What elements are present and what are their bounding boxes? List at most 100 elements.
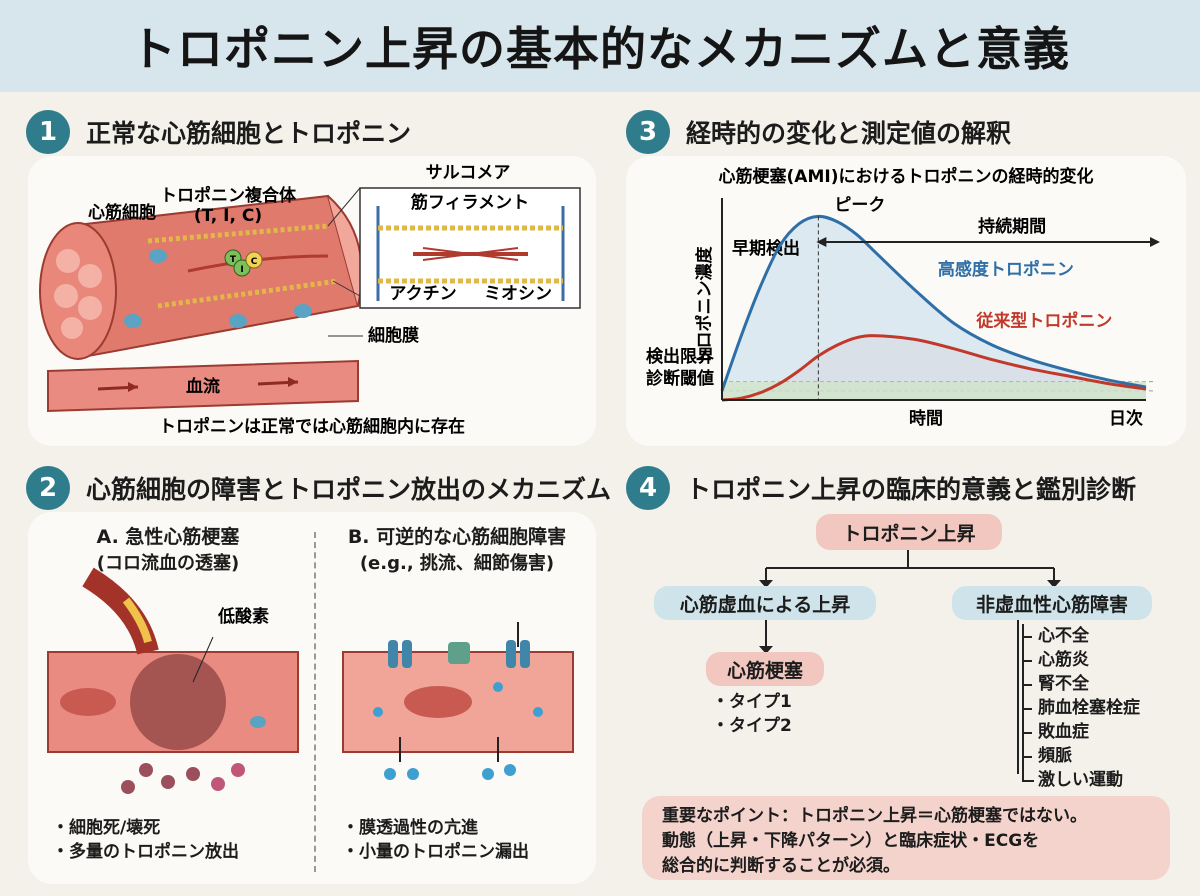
mi-type-item: ・タイプ1 xyxy=(712,692,792,712)
tree-tick xyxy=(1022,672,1032,686)
connector-arrowhead xyxy=(759,580,773,588)
cardiomyocyte-illustration: T I C 心筋細胞 トロポニン複合体 (T, I, C) サルコメア 筋フィラ… xyxy=(39,163,581,437)
released-troponin xyxy=(121,780,135,794)
label-troponin-complex: トロポニン複合体 xyxy=(160,185,297,206)
section-2-panel: A. 急性心筋梗塞 (コロ流血の透塞) B. 可逆的な心筋細胞障害 (e.g.,… xyxy=(28,512,596,884)
leaked-troponin xyxy=(504,764,516,776)
filament-strand xyxy=(157,278,339,309)
cell-nucleus xyxy=(60,688,116,716)
node-troponin-elevation: トロポニン上昇 xyxy=(816,514,1002,550)
section-1-title: 正常な心筋細胞とトロポニン xyxy=(86,119,412,148)
tree-tick xyxy=(1022,648,1032,662)
tree-tick xyxy=(1022,624,1032,638)
non-ischemic-cause-item: 激しい運動 xyxy=(1022,768,1140,792)
injury-illustrations: 低酸素 xyxy=(47,567,574,794)
key-point-line: 動態（上昇・下降パターン）と臨床症状・ECGを xyxy=(662,831,1040,851)
panel-b-heading: B. 可逆的な心筋細胞障害 (e.g., 挑流、細節傷害) xyxy=(318,522,596,575)
panel-b-bullet: ・小量のトロポニン漏出 xyxy=(342,842,529,862)
myofibril-circle xyxy=(78,264,102,288)
label-troponin-complex-sub: (T, I, C) xyxy=(194,206,262,226)
key-point-line: 重要なポイント：トロポニン上昇＝心筋梗塞ではない。 xyxy=(662,806,1087,826)
connector-arrowhead xyxy=(759,646,773,654)
zoom-line xyxy=(332,280,361,297)
section-4-number: 4 xyxy=(626,466,670,510)
non-ischemic-cause-item: 頻脈 xyxy=(1022,744,1140,768)
section-2-number: 2 xyxy=(26,466,70,510)
section-4-title: トロポニン上昇の臨床的意義と鑑別診断 xyxy=(686,475,1137,504)
section-3-title: 経時的の変化と測定値の解釈 xyxy=(686,119,1012,148)
node-ischemic: 心筋虚血による上昇 xyxy=(654,586,876,620)
non-ischemic-cause-item: 心不全 xyxy=(1022,624,1140,648)
blood-vessel xyxy=(47,359,359,413)
released-troponin xyxy=(186,767,200,781)
necrotic-zone xyxy=(130,654,226,750)
mitochondria xyxy=(294,304,312,318)
mitochondria xyxy=(124,314,142,328)
leaked-troponin xyxy=(482,768,494,780)
cell-nucleus xyxy=(404,686,472,718)
section-3-number: 3 xyxy=(626,110,670,154)
filament-strand xyxy=(147,223,329,244)
mi-types-list: ・タイプ1 ・タイプ2 xyxy=(712,690,792,738)
panel-b-title: B. 可逆的な心筋細胞障害 xyxy=(347,526,567,548)
panel-b-bullets: ・膜透過性の亢進 ・小量のトロポニン漏出 xyxy=(342,816,529,864)
plaque-occlusion xyxy=(122,597,152,644)
tree-tick xyxy=(1022,720,1032,734)
panel-a-heading: A. 急性心筋梗塞 (コロ流血の透塞) xyxy=(28,522,308,575)
label-peak: ピーク xyxy=(834,195,885,215)
series-line-1 xyxy=(721,334,1147,402)
label-blood-flow: 血流 xyxy=(186,376,220,397)
myosin-filament xyxy=(422,247,519,261)
membrane-channel xyxy=(506,640,516,668)
label-filament: 筋フィラメント xyxy=(410,192,529,213)
section-3-panel: 心筋梗塞(AMI)におけるトロポニンの経時的変化 時間 日次 トロポニン濃度 検… xyxy=(626,156,1186,446)
mitochondria xyxy=(250,716,266,728)
tree-tick xyxy=(1022,768,1034,782)
node-myocardial-infarction: 心筋梗塞 xyxy=(706,652,824,686)
released-troponin xyxy=(211,777,225,791)
membrane-channel xyxy=(388,640,398,668)
non-ischemic-cause-item: 肺血栓塞栓症 xyxy=(1022,696,1140,720)
tc-letter: I xyxy=(240,265,243,275)
page-title: トロポニン上昇の基本的なメカニズムと意義 xyxy=(130,22,1070,76)
section-1-header: 1 正常な心筋細胞とトロポニン xyxy=(26,110,411,154)
label-hypoxia: 低酸素 xyxy=(217,606,269,627)
node-non-ischemic: 非虚血性心筋障害 xyxy=(952,586,1152,620)
key-point-note: 重要なポイント：トロポニン上昇＝心筋梗塞ではない。 動態（上昇・下降パターン）と… xyxy=(642,796,1170,880)
panel-b-bullet: ・膜透過性の亢進 xyxy=(342,818,478,838)
threshold-band xyxy=(722,381,1146,400)
troponin-i-icon xyxy=(233,259,251,277)
leaked-troponin xyxy=(384,768,396,780)
panel-a-bullet: ・細胞死/壊死 xyxy=(52,818,161,838)
panel-a-bullets: ・細胞死/壊死 ・多量のトロポニン放出 xyxy=(52,816,239,864)
released-troponin xyxy=(161,775,175,789)
tree-tick xyxy=(1022,696,1032,710)
panel-divider xyxy=(314,532,316,872)
duration-arrowhead xyxy=(816,237,827,247)
panel-a-title: A. 急性心筋梗塞 xyxy=(96,526,240,548)
released-troponin xyxy=(139,763,153,777)
section-1-number: 1 xyxy=(26,110,70,154)
series-label-conventional: 従来型トロポニン xyxy=(975,311,1112,332)
tc-letter: T xyxy=(230,255,237,265)
connector-arrowhead xyxy=(1047,580,1061,588)
mitochondria xyxy=(149,249,167,263)
intracellular-troponin xyxy=(373,707,383,717)
series-label-high-sensitivity: 高感度トロポニン xyxy=(938,259,1074,280)
released-troponin xyxy=(231,763,245,777)
label-actin: アクチン xyxy=(389,284,456,304)
flow-arrow-head xyxy=(288,377,298,387)
differential-connectors xyxy=(759,550,1061,774)
title-bar: トロポニン上昇の基本的なメカニズムと意義 xyxy=(0,0,1200,92)
label-diagnostic-threshold: 診断閾値 xyxy=(646,368,714,389)
chart-title: 心筋梗塞(AMI)におけるトロポニンの経時的変化 xyxy=(719,166,1094,187)
membrane-channel xyxy=(448,642,470,664)
mi-type-item: ・タイプ2 xyxy=(712,716,792,736)
label-early-detection: 早期検出 xyxy=(732,238,800,259)
flow-arrow-head xyxy=(128,382,138,392)
mitochondria xyxy=(229,314,247,328)
zoom-line xyxy=(327,187,361,227)
non-ischemic-cause-item: 心筋炎 xyxy=(1022,648,1140,672)
label-myosin: ミオシン xyxy=(484,284,552,304)
hypoxia-pointer xyxy=(192,636,214,683)
